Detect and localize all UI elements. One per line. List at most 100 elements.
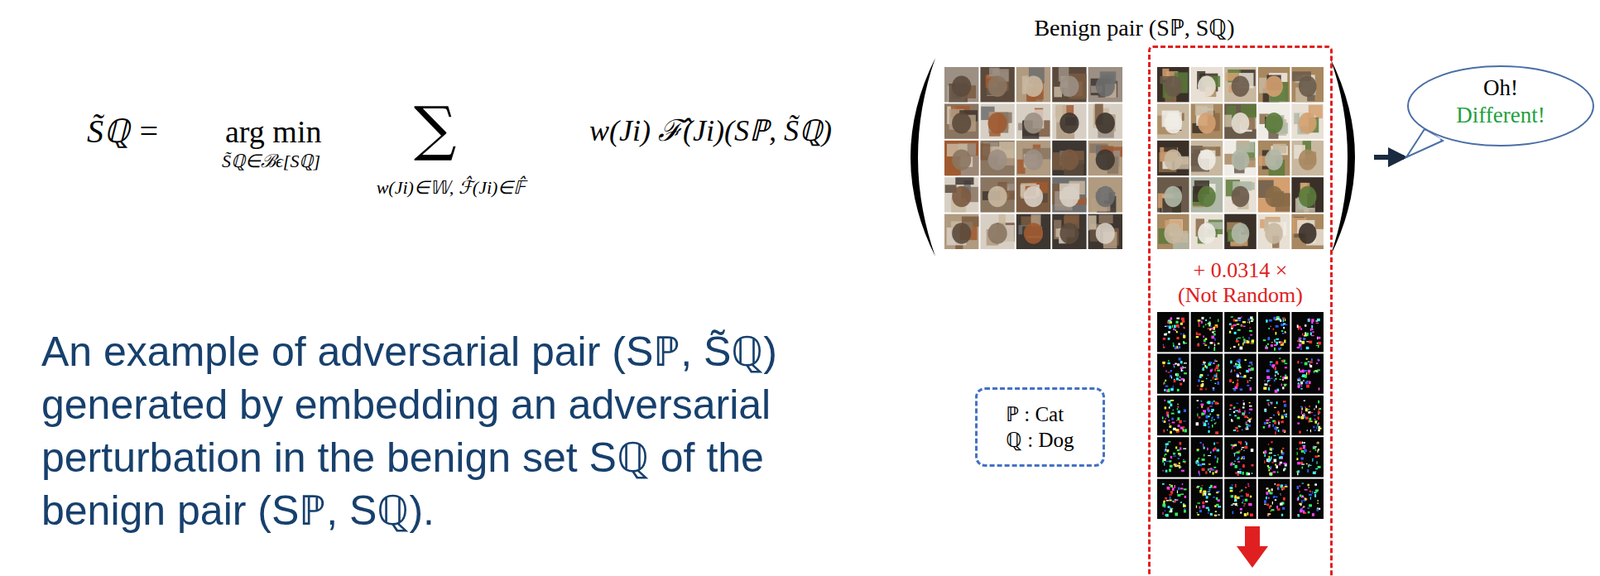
noise-dot [1303,451,1306,454]
noise-dot [1314,369,1317,372]
noise-dot [1217,381,1220,385]
noise-dot [1236,451,1240,453]
noise-dot [1214,456,1216,459]
noise-dot [1317,466,1322,469]
noise-dot [1233,411,1235,414]
noise-dot [1197,379,1201,382]
noise-dot [1217,505,1221,508]
noise-dot [1249,361,1253,365]
noise-dot [1316,502,1319,504]
noise-dot [1242,464,1245,468]
noise-dot [1213,447,1216,451]
noise-dot [1237,456,1240,460]
noise-dot [1209,486,1211,489]
noise-dot [1202,335,1204,337]
noise-dot [1308,487,1310,489]
noise-dot [1207,374,1210,377]
noise-dot [1215,324,1219,328]
noise-dot [1211,417,1214,419]
dog-image [1191,177,1224,212]
noise-dot [1169,496,1172,500]
cat-image [1052,140,1086,176]
noise-dot [1317,336,1322,340]
noise-dot [1269,492,1272,495]
noise-dot [1196,514,1200,516]
noise-dot [1174,499,1177,501]
noise-dot [1176,499,1178,501]
animal-shape [1023,112,1043,134]
noise-dot [1230,444,1234,446]
noise-dot [1201,501,1205,505]
noise-dot [1315,405,1317,409]
noise-dot [1232,419,1234,422]
cat-image [1088,67,1123,102]
noise-dot [1309,421,1313,423]
dog-image [1191,67,1224,102]
animal-shape [1264,186,1283,207]
noise-dot [1284,318,1286,322]
noise-dot [1268,505,1271,510]
noise-dot [1271,341,1273,343]
noise-dot [1231,446,1233,450]
noise-dot [1236,338,1238,342]
noise-dot [1184,495,1187,499]
cat-image [980,177,1014,212]
noise-dot [1208,489,1211,491]
noise-dot [1198,321,1200,324]
noise-dot [1210,401,1213,405]
noise-dot [1198,416,1202,419]
noise-dot [1205,420,1208,423]
noise-dot [1244,415,1248,419]
noise-dot [1239,491,1242,493]
noise-dot [1201,320,1203,324]
noise-dot [1239,376,1243,378]
noise-dot [1278,379,1282,380]
noise-dot [1210,325,1212,327]
noise-dot [1237,411,1241,414]
noise-dot [1275,341,1278,346]
noise-dot [1297,470,1300,473]
dog-image [1191,214,1224,250]
noise-image [1258,353,1291,394]
noise-dot [1250,342,1254,345]
noise-dot [1165,514,1168,518]
noise-dot [1298,343,1302,347]
dog-image [1291,103,1324,139]
noise-dot [1208,345,1210,349]
noise-dot [1162,483,1165,486]
noise-dot [1282,317,1286,318]
noise-dot [1215,366,1219,370]
noise-dot [1237,317,1241,319]
noise-dot [1176,317,1180,320]
noise-dot [1245,494,1250,498]
noise-dot [1167,371,1171,373]
dog-image [1258,214,1291,250]
noise-dot [1240,316,1242,318]
noise-dot [1163,381,1165,385]
noise-dot [1282,462,1287,465]
noise-dot [1235,340,1240,343]
noise-dot [1314,483,1317,486]
noise-dot [1234,484,1237,488]
noise-dot [1317,428,1321,432]
noise-dot [1213,333,1216,337]
noise-dot [1178,357,1182,361]
noise-dot [1279,461,1283,464]
cat-image [944,177,979,212]
noise-dot [1176,373,1179,377]
noise-dot [1176,336,1179,340]
noise-dot [1274,374,1276,377]
noise-dot [1207,409,1211,413]
noise-dot [1243,450,1245,452]
noise-dot [1199,509,1202,513]
noise-dot [1199,464,1202,467]
noise-dot [1299,384,1302,386]
image-patch [989,67,1000,77]
animal-shape [988,148,1008,170]
node-text: ℙ : Cat [1005,401,1075,428]
noise-dot [1251,339,1255,342]
noise-dot [1236,504,1239,506]
noise-dot [1305,406,1307,409]
animal-shape [1264,112,1283,134]
cat-image [1016,67,1051,102]
